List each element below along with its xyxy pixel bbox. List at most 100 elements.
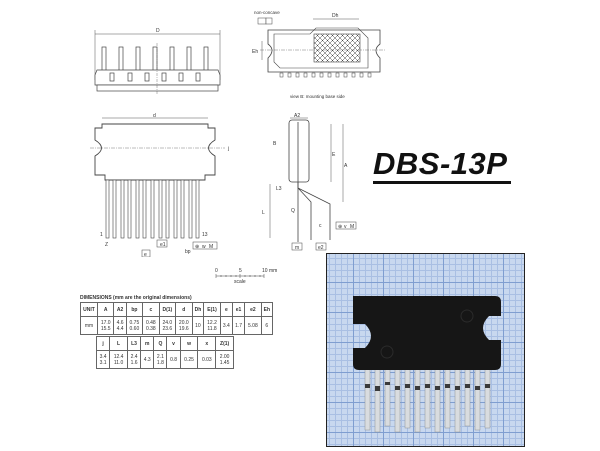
view-b-arrow-label: B	[273, 141, 277, 147]
dimension-m-label: m	[295, 245, 299, 251]
header-z1: Z(1)	[215, 336, 234, 351]
cell-dh: 10	[191, 316, 205, 335]
cell-min: 23.6	[162, 325, 173, 332]
front-view-drawing: D	[94, 28, 221, 95]
cell-min: 1.45	[219, 359, 230, 366]
cell-min: 0.38	[145, 325, 156, 332]
cell-value: 3.4	[222, 322, 230, 329]
header-e2: e2	[244, 302, 262, 317]
cell-min: 11.0	[113, 359, 124, 366]
header-a2: A2	[113, 302, 127, 317]
header-q: Q	[153, 336, 168, 351]
dimension-eh-label: Eh	[252, 49, 258, 55]
side-tolerance-symbol: ⊕	[338, 224, 342, 230]
cell-m: 4.3	[140, 350, 155, 369]
scale-tick-10: 10 mm	[262, 268, 277, 274]
cell-max: 2.4	[130, 353, 138, 360]
header-bp: bp	[125, 302, 144, 317]
dimension-e2-label: e2	[318, 245, 324, 251]
cell-max: 2.00	[219, 353, 230, 360]
header-e: e	[219, 302, 233, 317]
dimension-e-label: e	[144, 252, 147, 257]
header-e-1: e1	[231, 302, 246, 317]
mounting-base-view-drawing: non-concave Dh Eh view B: mounting base …	[252, 10, 386, 99]
cell-value: mm	[84, 322, 94, 329]
dimension-j-label: j	[227, 146, 229, 152]
cell-max: 4.6	[116, 319, 124, 326]
cell-value: 0.8	[170, 356, 178, 363]
outline-view-drawing: d j 1 13 Z e1 e bp ⊕ w M	[90, 113, 229, 257]
cell-min: 11.8	[207, 325, 217, 332]
package-title: DBS-13P	[373, 147, 512, 184]
dimension-a2-label: A2	[294, 113, 300, 119]
cell-e: 3.4	[219, 316, 233, 335]
cell-min: 1.8	[156, 359, 164, 366]
header-v: v	[166, 336, 181, 351]
header-d: d	[175, 302, 193, 317]
cell-min: 15.5	[100, 325, 111, 332]
dimension-e-side-label: E	[332, 152, 336, 158]
cell-value: 1.7	[235, 322, 243, 329]
dimension-bp-label: bp	[185, 249, 191, 255]
cell-v: 0.8	[166, 350, 181, 369]
cell-max: 12.4	[113, 353, 124, 360]
header-l: L	[109, 336, 128, 351]
tolerance-m-label: M	[209, 244, 213, 250]
cell-min: 1.6	[130, 359, 138, 366]
cell-max: 20.0	[178, 319, 189, 326]
side-tolerance-m-label: M	[350, 224, 354, 230]
header-d1: D(1)	[158, 302, 177, 317]
pin-1-label: 1	[100, 232, 103, 238]
cell-max: 12.2	[207, 319, 217, 326]
header-j: j	[95, 336, 111, 351]
ic-chip-illustration	[353, 296, 501, 433]
cell-w: 0.25	[179, 350, 199, 369]
scale-tick-5: 5	[239, 268, 242, 274]
cell-min: 4.4	[116, 325, 124, 332]
tolerance-v-label: v	[344, 224, 347, 230]
header-e1: E(1)	[203, 302, 221, 317]
header-eh: Eh	[260, 302, 274, 317]
cell-max: 3.4	[99, 353, 107, 360]
cell-value: 5.08	[248, 322, 258, 329]
header-w: w	[179, 336, 199, 351]
dimension-c-label: c	[319, 223, 322, 229]
side-view-drawing: A2 B E A L3 L Q c ⊕ v M m e2	[262, 113, 357, 251]
dimension-d-small-label: d	[153, 113, 156, 119]
header-dh: Dh	[191, 302, 205, 317]
cell-value: 4.3	[143, 356, 151, 363]
cell-value: 0.03	[201, 356, 212, 363]
cell-eh: 6	[260, 316, 274, 335]
header-unit: UNIT	[80, 302, 98, 317]
dimension-d-label: D	[156, 28, 160, 34]
dimension-dh-label: Dh	[332, 13, 339, 19]
cell-min: 19.6	[178, 325, 189, 332]
package-photo	[326, 253, 525, 447]
cell-x: 0.03	[197, 350, 217, 369]
view-b-caption: view B: mounting base side	[290, 94, 345, 99]
cell-unit: mm	[80, 316, 98, 335]
dimensions-table-1: UNIT A A2 bp c D(1) d Dh E(1) e e1 e2 Eh…	[80, 302, 274, 335]
cell-max: 0.48	[145, 319, 156, 326]
header-m: m	[140, 336, 155, 351]
dimension-z-label: Z	[105, 242, 108, 248]
scale-bar: 0 5 10 mm scale	[215, 268, 277, 285]
dimension-a-label: A	[344, 163, 348, 169]
cell-min: 3.1	[99, 359, 107, 366]
header-c: c	[142, 302, 160, 317]
dimension-l3-label: L3	[276, 186, 282, 192]
header-a: A	[96, 302, 115, 317]
header-x: x	[197, 336, 217, 351]
scale-tick-0: 0	[215, 268, 218, 274]
